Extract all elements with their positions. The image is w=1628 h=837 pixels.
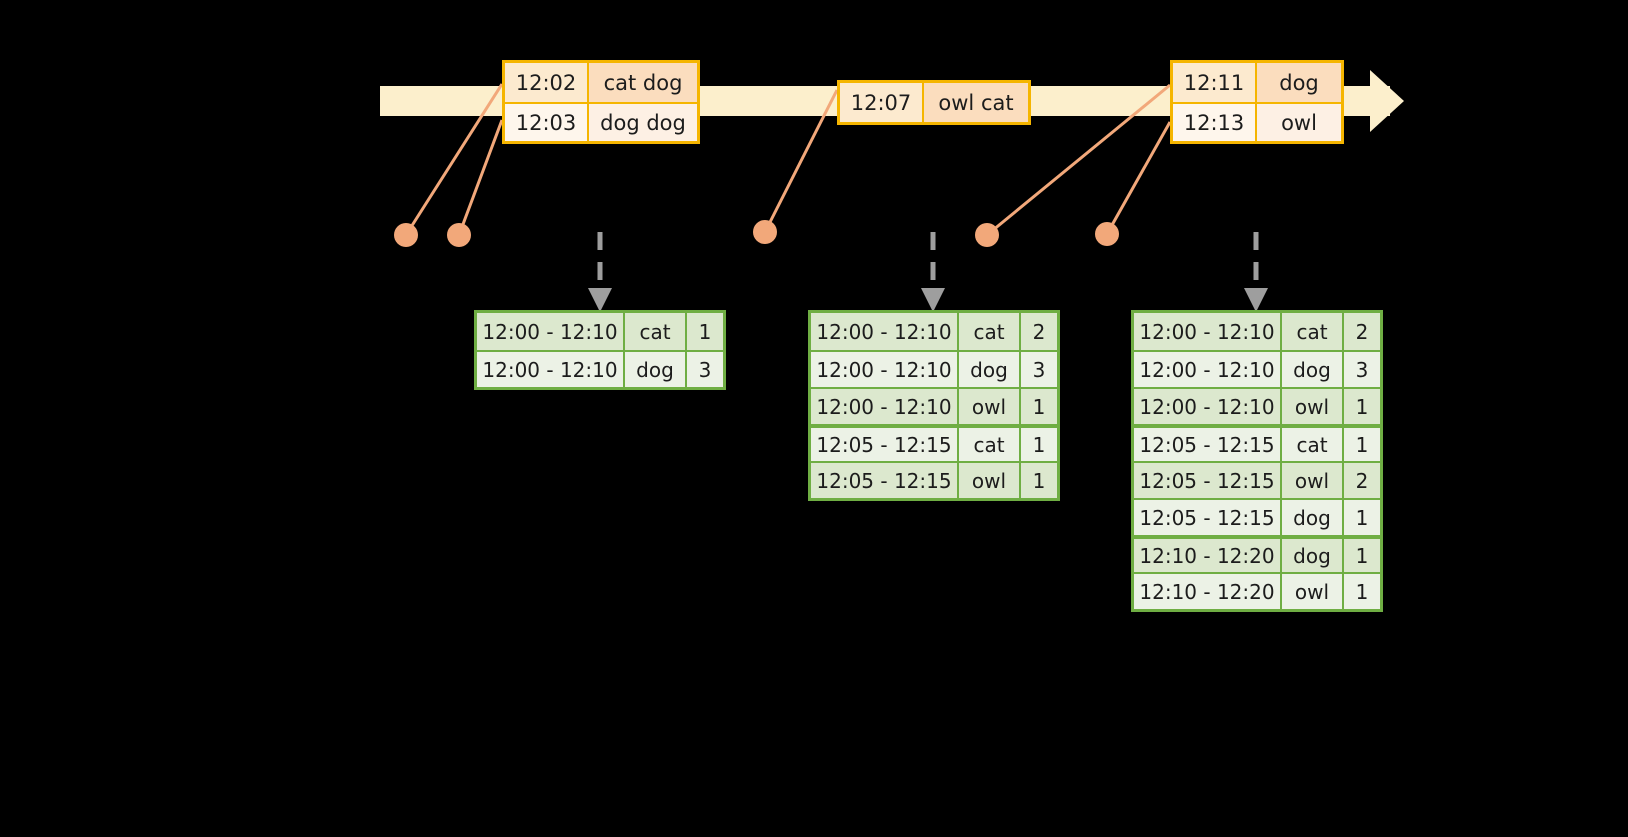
word-cell: cat	[1282, 313, 1344, 350]
count-cell: 1	[1021, 428, 1057, 461]
event-time: 12:03	[505, 104, 589, 141]
window-cell: 12:00 - 12:10	[1134, 389, 1282, 424]
dashed-arrow-2	[921, 232, 945, 312]
word-cell: dog	[625, 352, 687, 387]
count-cell: 3	[687, 352, 723, 387]
event-time: 12:13	[1173, 104, 1257, 141]
event-row[interactable]: 12:02 cat dog	[505, 63, 697, 102]
word-cell: owl	[1282, 389, 1344, 424]
event-words: owl	[1257, 104, 1341, 141]
connector-line-5	[1105, 121, 1172, 235]
connector-dot-2	[447, 223, 471, 247]
window-cell: 12:05 - 12:15	[1134, 428, 1282, 461]
connector-line-3	[763, 89, 839, 233]
count-cell: 1	[1344, 500, 1380, 535]
connector-dots	[394, 220, 1119, 247]
event-time: 12:07	[840, 83, 924, 122]
dashed-arrow-3	[1244, 232, 1268, 312]
window-cell: 12:00 - 12:10	[477, 313, 625, 350]
word-cell: owl	[1282, 463, 1344, 498]
event-time: 12:02	[505, 63, 589, 102]
word-cell: owl	[959, 389, 1021, 424]
word-cell: dog	[1282, 539, 1344, 572]
event-group-1[interactable]: 12:02 cat dog 12:03 dog dog	[502, 60, 700, 144]
word-cell: cat	[1282, 428, 1344, 461]
count-cell: 1	[1344, 539, 1380, 572]
event-group-2[interactable]: 12:07 owl cat	[837, 80, 1031, 125]
count-cell: 1	[1021, 463, 1057, 498]
window-cell: 12:00 - 12:10	[1134, 313, 1282, 350]
window-cell: 12:05 - 12:15	[1134, 500, 1282, 535]
word-cell: owl	[1282, 574, 1344, 609]
event-words: cat dog	[589, 63, 697, 102]
event-row[interactable]: 12:13 owl	[1173, 102, 1341, 141]
event-words: dog dog	[589, 104, 697, 141]
window-cell: 12:05 - 12:15	[811, 463, 959, 498]
event-words: owl cat	[924, 83, 1028, 122]
count-cell: 1	[1344, 574, 1380, 609]
connector-dot-4	[975, 223, 999, 247]
word-cell: dog	[1282, 352, 1344, 387]
dashed-arrows	[588, 232, 1268, 312]
word-cell: cat	[959, 428, 1021, 461]
window-cell: 12:05 - 12:15	[811, 428, 959, 461]
event-row[interactable]: 12:11 dog	[1173, 63, 1341, 102]
word-cell: dog	[959, 352, 1021, 387]
connector-dot-1	[394, 223, 418, 247]
word-cell: cat	[959, 313, 1021, 350]
connector-line-2	[457, 119, 504, 236]
word-cell: cat	[625, 313, 687, 350]
count-cell: 1	[687, 313, 723, 350]
event-group-3[interactable]: 12:11 dog 12:13 owl	[1170, 60, 1344, 144]
window-cell: 12:00 - 12:10	[811, 313, 959, 350]
count-cell: 3	[1021, 352, 1057, 387]
event-row[interactable]: 12:07 owl cat	[840, 83, 1028, 122]
count-cell: 1	[1344, 428, 1380, 461]
window-cell: 12:00 - 12:10	[1134, 352, 1282, 387]
window-cell: 12:10 - 12:20	[1134, 574, 1282, 609]
window-cell: 12:00 - 12:10	[477, 352, 625, 387]
window-cell: 12:00 - 12:10	[811, 352, 959, 387]
connector-dot-5	[1095, 222, 1119, 246]
word-cell: dog	[1282, 500, 1344, 535]
word-cell: owl	[959, 463, 1021, 498]
event-time: 12:11	[1173, 63, 1257, 102]
count-cell: 2	[1021, 313, 1057, 350]
count-cell: 2	[1344, 463, 1380, 498]
window-cell: 12:05 - 12:15	[1134, 463, 1282, 498]
count-cell: 1	[1021, 389, 1057, 424]
window-cell: 12:10 - 12:20	[1134, 539, 1282, 572]
connector-dot-3	[753, 220, 777, 244]
event-words: dog	[1257, 63, 1341, 102]
connector-line-1	[404, 83, 504, 236]
event-row[interactable]: 12:03 dog dog	[505, 102, 697, 141]
count-cell: 3	[1344, 352, 1380, 387]
count-cell: 2	[1344, 313, 1380, 350]
window-cell: 12:00 - 12:10	[811, 389, 959, 424]
count-cell: 1	[1344, 389, 1380, 424]
dashed-arrow-1	[588, 232, 612, 312]
